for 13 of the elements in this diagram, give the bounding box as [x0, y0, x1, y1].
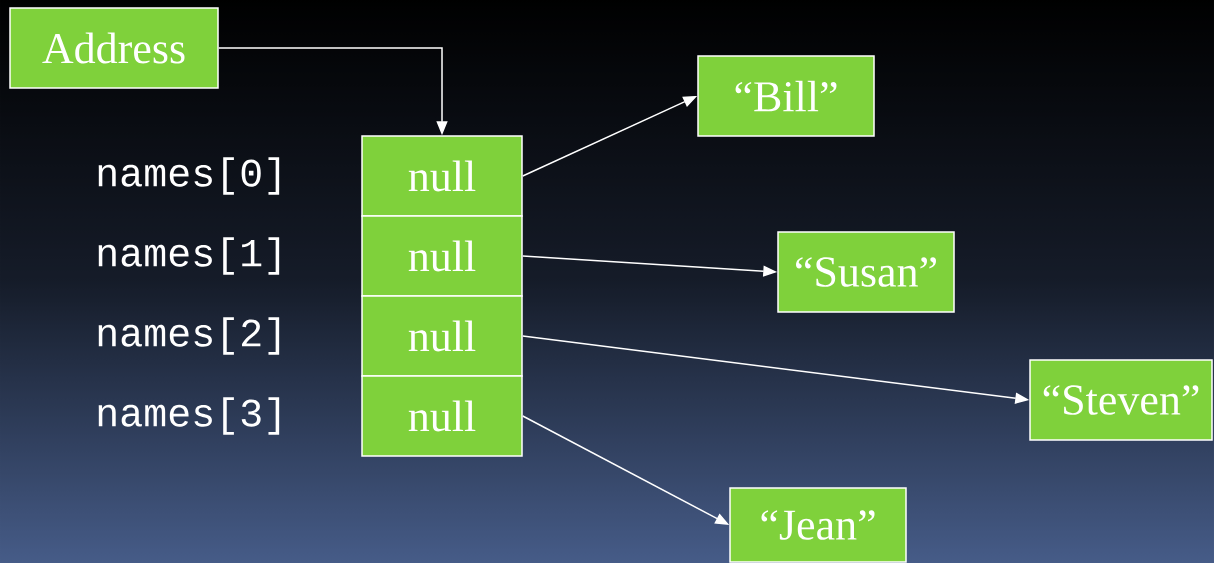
array-cell: null	[361, 295, 523, 377]
index-label: names[0]	[98, 157, 280, 195]
value-box: “Susan”	[777, 231, 955, 313]
array-cell: null	[361, 215, 523, 297]
value-box: “Steven”	[1029, 359, 1213, 441]
index-label: names[3]	[98, 397, 280, 435]
array-cell: null	[361, 375, 523, 457]
value-box: “Bill”	[697, 55, 875, 137]
reference-box: Address	[9, 7, 219, 89]
index-label: names[1]	[98, 237, 280, 275]
index-label: names[2]	[98, 317, 280, 355]
array-cell: null	[361, 135, 523, 217]
value-box: “Jean”	[729, 487, 907, 563]
